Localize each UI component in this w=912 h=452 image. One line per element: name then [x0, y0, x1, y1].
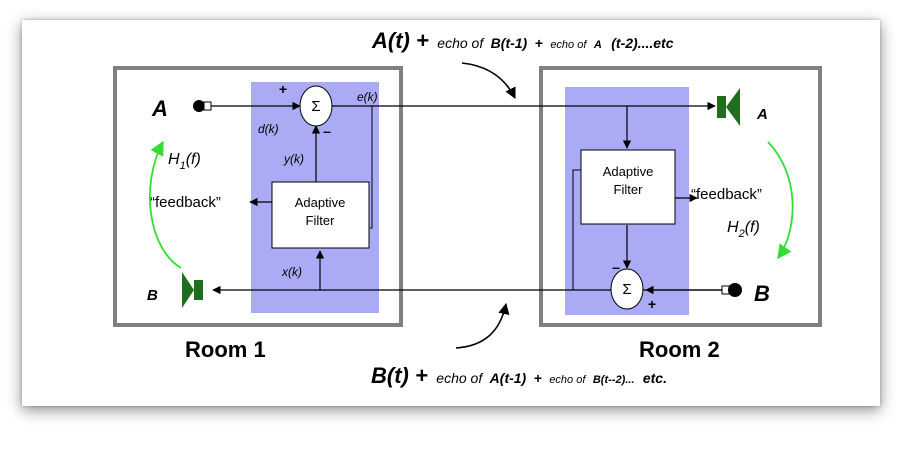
room2-error-feedback-line [572, 169, 610, 291]
room2-microphone-capsule [721, 285, 730, 295]
room2-speaker-label: A [756, 106, 768, 123]
room2-speaker-icon [717, 88, 740, 126]
room1-mic-label: A [151, 96, 168, 121]
room1-speaker-label: B [147, 287, 158, 304]
room1-ek-label: e(k) [357, 90, 378, 104]
diagram-card [22, 20, 880, 406]
room2-filter-line2: Filter [614, 182, 644, 197]
room2-microphone-icon [728, 283, 742, 297]
room1-box [113, 66, 403, 327]
bottom-caption-pointer-arrow [455, 302, 510, 349]
room1-minus-sign: – [323, 123, 331, 139]
room1-yk-label: y(k) [283, 152, 304, 166]
room1-sum-symbol: Σ [311, 98, 320, 115]
top-caption-pointer-arrow [461, 62, 516, 100]
room1-transfer-function: H1(f) [168, 151, 201, 172]
room1-error-feedback-line [370, 106, 373, 229]
room1-microphone-capsule [203, 101, 212, 111]
room2-minus-sign: – [612, 259, 620, 275]
room1-xk-label: x(k) [281, 265, 302, 279]
room1-plus-sign: + [279, 81, 287, 97]
room2-box [539, 66, 822, 327]
room2-sum-symbol: Σ [622, 281, 631, 298]
room1-title: Room 1 [185, 337, 266, 362]
room2-adaptive-filter [580, 149, 676, 225]
room1-filter-line2: Filter [306, 213, 336, 228]
top-caption: A(t) + echo of B(t-1) + echo of A (t-2).… [371, 28, 674, 53]
room1-dk-label: d(k) [258, 122, 279, 136]
room2-filter-line1: Adaptive [603, 164, 654, 179]
room2-mic-label: B [754, 281, 770, 306]
room2-feedback-label: “feedback” [691, 186, 762, 203]
room1-filter-line1: Adaptive [295, 195, 346, 210]
room2-transfer-function: H2(f) [727, 219, 760, 240]
room2-plus-sign: + [648, 296, 656, 312]
room1-adaptive-filter [271, 181, 370, 249]
room2-title: Room 2 [639, 337, 720, 362]
room2-summing-junction [610, 268, 644, 310]
room1-speaker-icon [182, 272, 203, 308]
room2-acoustic-feedback-arrow [767, 141, 794, 260]
room1-acoustic-feedback-arrow [148, 140, 182, 269]
room1-feedback-label: “feedback” [150, 194, 221, 211]
room1-summing-junction [299, 85, 333, 127]
room1-microphone-icon [193, 100, 205, 112]
bottom-caption: B(t) + echo of A(t-1) + echo of B(t--2).… [371, 363, 667, 388]
